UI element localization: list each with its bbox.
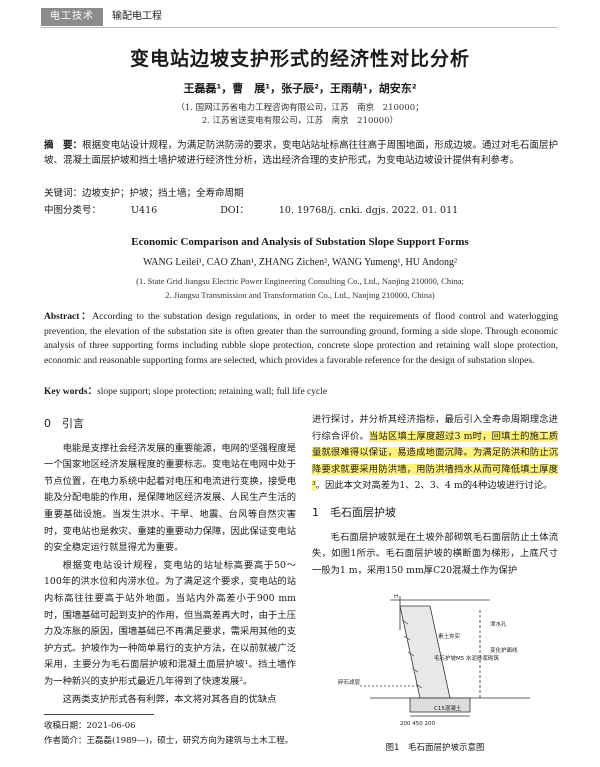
paper-title: 变电站边坡支护形式的经济性对比分析 — [129, 48, 470, 70]
paragraph: 进行探讨，并分析其经济指标，最后引入全寿命周期理念进行综合评价。当站区填土厚度超… — [312, 412, 558, 495]
rubble-texture — [401, 619, 423, 689]
text-run: 进行探讨，并分析其经济指标，最后引入全寿命周期理念进行综合评价。 — [312, 414, 558, 442]
abstract-cn-label: 摘 要： — [44, 140, 83, 151]
rubble-layer — [399, 605, 451, 699]
footing — [409, 697, 471, 713]
english-affiliation-2: 2. Jiangsu Transmission and Transformati… — [165, 290, 435, 300]
fig-label-concrete: C15混凝土 — [434, 704, 462, 712]
keywords-en-text: slope support; slope protection; retaini… — [97, 387, 328, 397]
abstract-cn-text: 根据变电站设计规程，为满足防洪防涝的要求，变电站站址标高往往高于周围地面，形成边… — [44, 140, 558, 166]
classification: 中图分类号： U416 DOI： 10. 19768/j. cnki. dgjs. … — [44, 204, 558, 218]
english-authors: WANG Leilei¹, CAO Zhan¹, ZHANG Zichen², … — [142, 257, 458, 268]
page-header: 电工技术 输配电工程 — [0, 8, 600, 28]
doi-block: DOI： 10. 19768/j. cnki. dgjs. 2022. 01. 0… — [220, 205, 488, 216]
left-column: 0 引言 电能是支撑社会经济发展的重要能源，电网的坚强程度是一个国家地区经济发展… — [44, 416, 296, 709]
abstract-cn: 摘 要：根据变电站设计规程，为满足防洪防涝的要求，变电站站址标高往往高于周围地面… — [44, 138, 558, 168]
keywords-cn-label: 关键词： — [44, 188, 83, 199]
author-intro: 作者简介：王磊磊(1989—)，硕士，研究方向为建筑与土木工程。 — [44, 736, 294, 746]
clc-code: U416 — [131, 205, 158, 216]
doi-label: DOI： — [220, 205, 249, 216]
header-divider — [41, 27, 558, 28]
paragraph: 这两类支护形式各有利弊，本文将对其各自的优缺点 — [62, 693, 277, 705]
footnote-divider — [44, 714, 154, 715]
right-column: 进行探讨，并分析其经济指标，最后引入全寿命周期理念进行综合评价。当站区填土厚度超… — [312, 412, 558, 580]
doi-value: 10. 19768/j. cnki. dgjs. 2022. 01. 011 — [278, 205, 459, 216]
fig-label-fill: 素土夯实 — [438, 632, 461, 640]
fig-label-layer: 毛石护坡M5 水泥砂浆砌筑 — [434, 654, 499, 662]
figure-caption: 图1 毛石面层护坡示意图 — [385, 743, 485, 753]
fig-label-dims: 200 450 200 — [400, 721, 435, 727]
fig-label-side: 变化护面线 — [490, 646, 518, 654]
received-date: 收稿日期：2021-06-06 — [44, 721, 136, 731]
abstract-en-text: According to the substation design regul… — [44, 312, 558, 366]
fig-label-drain: 泄水孔 — [490, 620, 507, 628]
english-title: Economic Comparison and Analysis of Subs… — [131, 236, 469, 248]
fig-label-sand: 碎石滤层 — [338, 678, 361, 686]
clc-label: 中图分类号： — [44, 205, 102, 216]
abstract-en: Abstract：According to the substation des… — [44, 310, 558, 368]
fig-label-top: H — [394, 594, 398, 600]
affiliation-2: 2. 江苏省送变电有限公司，江苏 南京 210000） — [201, 116, 399, 126]
paragraph: 根据变电站设计规程，变电站的站址标高要高于50～100年的洪水位和内涝水位。为了… — [44, 559, 296, 687]
clc-block: 中图分类号： U416 — [44, 205, 187, 216]
keywords-cn: 关键词：边坡支护；护坡；挡土墙；全寿命周期 — [44, 187, 558, 201]
slope-protection-figure: H 素土夯实 毛石护坡M5 水泥砂浆砌筑 泄水孔 变化护面线 碎石滤层 C15混… — [338, 594, 530, 727]
section-name: 输配电工程 — [112, 11, 162, 22]
section-0-heading: 0 引言 — [44, 417, 84, 430]
english-affiliation-1: (1. State Grid Jiangsu Electric Power En… — [136, 276, 464, 286]
affiliation-1: （1. 国网江苏省电力工程咨询有限公司，江苏 南京 210000； — [176, 103, 424, 113]
paragraph: 毛石面层护坡就是在土坡外部砌筑毛石面层防止土体流失，如图1所示。毛石面层护坡的横… — [312, 531, 558, 576]
keywords-en-label: Key words： — [44, 387, 98, 397]
section-1-heading: 1 毛石面层护坡 — [312, 505, 396, 519]
keywords-en: Key words：slope support; slope protectio… — [44, 385, 558, 399]
keywords-cn-text: 边坡支护；护坡；挡土墙；全寿命周期 — [82, 188, 244, 199]
author-list: 王磊磊¹，曹 展¹，张子辰²，王雨萌¹，胡安东² — [183, 82, 417, 95]
text-run: 。因此本文对高差为1、2、3、4 m的4种边坡进行讨论。 — [315, 480, 553, 492]
journal-tag: 电工技术 — [41, 8, 103, 26]
abstract-en-label: Abstract： — [44, 312, 93, 322]
paragraph: 电能是支撑社会经济发展的重要能源，电网的坚强程度是一个国家地区经济发展程度的重要… — [44, 442, 296, 554]
